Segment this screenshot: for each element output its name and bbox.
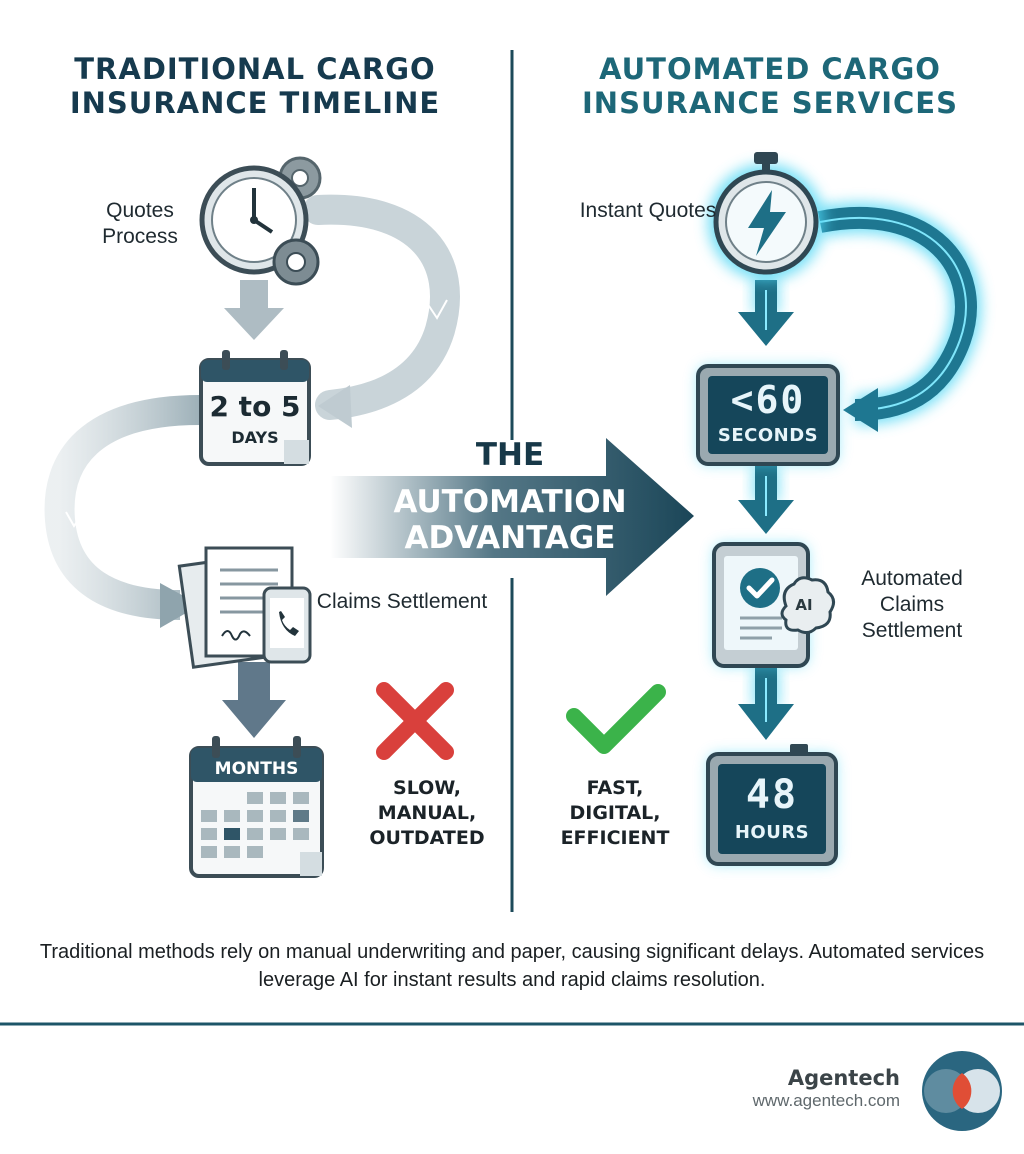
check-icon (566, 684, 666, 754)
months-calendar-icon (189, 736, 324, 878)
ai-badge: AI (795, 596, 813, 614)
clock-gear-icon (199, 156, 322, 286)
automation-advantage-arrow (330, 438, 694, 596)
automated-flow-arrows (738, 202, 981, 740)
stopwatch-lightning-icon (708, 152, 824, 280)
days-calendar-icon (199, 350, 311, 466)
days-range-text: 2 to 5 (209, 390, 301, 423)
advantage-the-text: THE (475, 437, 545, 473)
traditional-flow-arrows (44, 194, 460, 738)
instant-quotes-label: Instant Quotes (579, 199, 717, 222)
tablet-check-icon (712, 542, 810, 668)
advantage-main-text: AUTOMATION ADVANTAGE (393, 484, 627, 556)
traditional-verdict: SLOW, MANUAL, OUTDATED (369, 777, 485, 849)
automated-title: AUTOMATED CARGO INSURANCE SERVICES (582, 52, 958, 120)
automated-verdict: FAST, DIGITAL, EFFICIENT (560, 777, 670, 849)
hours-value: 48 (745, 772, 799, 818)
days-unit-text: DAYS (231, 428, 279, 447)
claims-settlement-label: Claims Settlement (316, 590, 488, 613)
phone-icon (262, 586, 312, 664)
ai-brain-icon (780, 576, 835, 635)
seconds-display-icon (696, 364, 840, 466)
traditional-title: TRADITIONAL CARGO INSURANCE TIMELINE (69, 52, 441, 120)
paper-documents-icon (177, 546, 294, 669)
cross-icon (376, 682, 454, 760)
brand-block: Agentech www.agentech.com (753, 1066, 900, 1112)
months-label: MONTHS (214, 759, 299, 779)
summary-caption: Traditional methods rely on manual under… (39, 941, 985, 991)
brand-name: Agentech (787, 1066, 900, 1090)
agentech-logo (922, 1051, 1002, 1131)
seconds-value: <60 (730, 378, 806, 422)
brand-url[interactable]: www.agentech.com (752, 1091, 900, 1110)
hours-unit: HOURS (734, 822, 810, 843)
hours-display-icon (706, 744, 838, 866)
automated-claims-label: Automated Claims Settlement (861, 567, 963, 642)
seconds-unit: SECONDS (717, 425, 819, 446)
quotes-process-label: Quotes Process (102, 199, 178, 248)
